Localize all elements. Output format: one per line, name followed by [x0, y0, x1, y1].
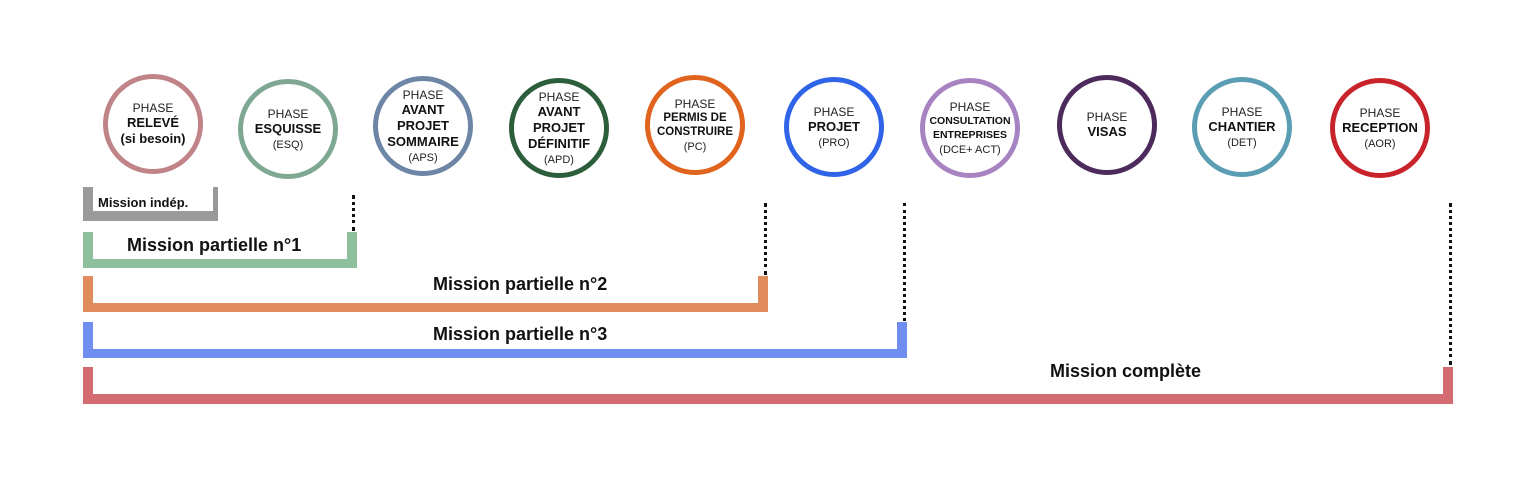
phase-abbr: (DET) — [1227, 136, 1257, 149]
boundary-pro-dots — [903, 203, 906, 321]
phase-det-circle: PHASE CHANTIER (DET) — [1192, 77, 1292, 177]
phase-abbr: (APS) — [408, 151, 438, 164]
phase-abbr: (AOR) — [1364, 137, 1396, 150]
phase-pro-circle: PHASE PROJET (PRO) — [784, 77, 884, 177]
phase-keyword: PHASE — [402, 87, 444, 102]
phase-name: AVANT PROJET SOMMAIRE — [387, 101, 459, 149]
mission-partielle-1-label: Mission partielle n°1 — [127, 235, 302, 255]
phase-abbr: (PRO) — [818, 136, 850, 149]
boundary-aor-dots — [1449, 203, 1452, 365]
phase-pc-circle: PHASE PERMIS DE CONSTRUIRE (PC) — [645, 75, 745, 175]
phase-esquisse-circle: PHASE ESQUISSE (ESQ) — [238, 79, 338, 179]
phase-keyword: PHASE — [538, 89, 580, 104]
boundary-pc-dots — [764, 203, 767, 275]
phase-name: RELEVÉ — [126, 115, 179, 130]
mission-partielle-3-label: Mission partielle n°3 — [433, 324, 608, 344]
mission-partielle-2-bracket — [83, 276, 768, 312]
phase-abbr: (DCE+ ACT) — [939, 143, 1001, 156]
phase-visas-circle: PHASE VISAS — [1057, 75, 1157, 175]
phase-aps-circle: PHASE AVANT PROJET SOMMAIRE (APS) — [373, 76, 473, 176]
phase-name: CHANTIER — [1208, 118, 1276, 134]
phase-abbr: (ESQ) — [272, 138, 304, 151]
mission-independante-label: Mission indép. — [98, 195, 189, 210]
phase-abbr: (si besoin) — [120, 131, 186, 146]
phase-apd-circle: PHASE AVANT PROJET DÉFINITIF (APD) — [509, 78, 609, 178]
phase-keyword: PHASE — [1359, 105, 1401, 120]
phase-keyword: PHASE — [674, 96, 716, 111]
phase-keyword: PHASE — [1221, 104, 1263, 119]
phase-keyword: PHASE — [132, 101, 174, 115]
mission-independante-bracket — [83, 187, 218, 221]
phase-releve-circle: PHASE RELEVÉ (si besoin) — [103, 74, 203, 174]
phase-name: PROJET — [807, 118, 860, 134]
phase-name: PERMIS DE CONSTRUIRE — [656, 111, 734, 138]
phase-abbr: (APD) — [544, 153, 574, 166]
phase-name: CONSULTATION ENTREPRISES — [929, 114, 1011, 141]
mission-partielle-2-label: Mission partielle n°2 — [433, 274, 608, 294]
phase-keyword: PHASE — [267, 106, 309, 121]
phase-name: ESQUISSE — [254, 120, 322, 136]
phase-aor-circle: PHASE RECEPTION (AOR) — [1330, 78, 1430, 178]
phase-keyword: PHASE — [1086, 110, 1128, 124]
boundary-esquisse-dots — [352, 195, 355, 231]
phase-name: AVANT PROJET DÉFINITIF — [527, 103, 591, 151]
phase-dce-circle: PHASE CONSULTATION ENTREPRISES (DCE+ ACT… — [920, 78, 1020, 178]
mission-partielle-1-bracket — [83, 232, 357, 268]
phase-keyword: PHASE — [813, 104, 855, 119]
phase-abbr: (PC) — [683, 140, 707, 153]
phase-name: RECEPTION — [1342, 119, 1418, 135]
phase-name: VISAS — [1087, 124, 1127, 139]
mission-partielle-3-bracket — [83, 322, 907, 358]
mission-complete-bracket — [83, 367, 1453, 404]
phase-keyword: PHASE — [949, 99, 991, 114]
mission-complete-label: Mission complète — [1050, 361, 1202, 381]
